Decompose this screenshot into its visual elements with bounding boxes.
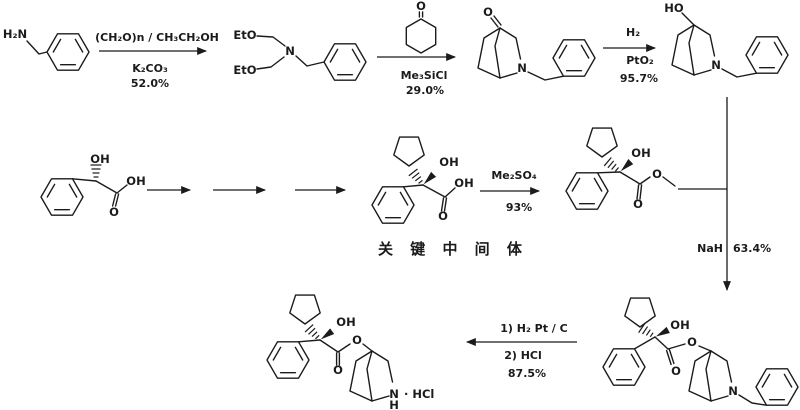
product-nh: H: [389, 398, 399, 410]
alcohol-ho-label: HO: [664, 1, 684, 15]
mandelic-o-carbonyl: O: [109, 205, 119, 219]
key-intermediate-caption: 关 键 中 间 体: [378, 240, 528, 258]
step1-base: K₂CO₃: [132, 62, 168, 75]
mandelic-oh-acid: OH: [126, 174, 145, 188]
step3-yield: 95.7%: [620, 72, 658, 85]
aldehyde-n-label: N: [517, 61, 527, 75]
product-o-ester: O: [352, 333, 362, 347]
benzyl-ester-oh: OH: [670, 318, 689, 332]
structure-benzyl-ester-product: OH O O N: [602, 297, 799, 406]
structure-benzylamine: H₂N: [3, 27, 90, 71]
benzyl-ester-o-carbonyl: O: [671, 364, 681, 378]
step5-yield: 63.4%: [733, 242, 771, 255]
arrow-step4: Me₂SO₄ 93%: [480, 169, 541, 214]
product-oh: OH: [336, 315, 355, 329]
structure-bis-ethoxymethyl-benzylamine: EtO EtO N: [233, 28, 367, 81]
step6-yield: 87.5%: [508, 367, 546, 380]
ester-o-ester: O: [652, 167, 662, 181]
arrow-step2: Me₃SiCl 29.0%: [377, 53, 457, 97]
arrow-step3: H₂ PtO₂ 95.7%: [603, 26, 658, 85]
structure-azabicyclic-alcohol: HO N: [664, 1, 789, 78]
mandelic-oh-top: OH: [90, 152, 109, 166]
step4-yield: 93%: [506, 201, 532, 214]
product-o-carbonyl: O: [333, 363, 343, 377]
benzyl-ester-n: N: [728, 384, 738, 398]
step1-reagents-above: (CH₂O)n / CH₃CH₂OH: [95, 31, 219, 44]
step2-yield: 29.0%: [406, 84, 444, 97]
key-oh-acid: OH: [454, 176, 473, 190]
ketone-o-label: O: [416, 0, 426, 13]
alcohol-n-label: N: [711, 58, 721, 72]
step3-catalyst: PtO₂: [626, 54, 654, 67]
aldehyde-o-label: O: [483, 5, 493, 19]
arrow-step5-vertical: NaH 63.4%: [678, 97, 771, 292]
h2n-label: H₂N: [3, 27, 27, 41]
step3-h2: H₂: [626, 26, 640, 39]
arrow-step6: 1) H₂ Pt / C 2) HCl 87.5%: [465, 322, 577, 380]
key-o-carbonyl: O: [438, 209, 448, 223]
structure-mandelic-acid: OH O OH: [40, 152, 146, 219]
step5-reagent: NaH: [697, 242, 723, 255]
product-hcl-salt: · HCl: [404, 387, 434, 401]
ester-o-carbonyl: O: [633, 197, 643, 211]
step6-line1: 1) H₂ Pt / C: [500, 322, 567, 335]
structure-final-hcl-salt: OH O O N H · HCl: [266, 294, 434, 410]
product-n: N: [389, 387, 399, 401]
structure-azabicyclic-aldehyde: O N: [477, 5, 596, 81]
step6-line2: 2) HCl: [504, 349, 542, 362]
ester-oh: OH: [631, 146, 650, 160]
benzyl-ester-o-ester: O: [687, 335, 697, 349]
structure-key-intermediate-acid: OH O OH: [371, 136, 474, 224]
step4-reagent: Me₂SO₄: [491, 169, 536, 182]
arrow-step1: (CH₂O)n / CH₃CH₂OH K₂CO₃ 52.0%: [95, 31, 219, 90]
eto-bottom-label: EtO: [233, 63, 256, 77]
eto-top-label: EtO: [233, 28, 256, 42]
step2-reagent: Me₃SiCl: [401, 69, 448, 82]
structure-methyl-ester: OH O O: [565, 127, 676, 211]
n-label: N: [285, 44, 295, 58]
step1-yield: 52.0%: [131, 77, 169, 90]
key-oh-top: OH: [439, 155, 458, 169]
structure-cyclohexanone: O: [405, 0, 437, 54]
